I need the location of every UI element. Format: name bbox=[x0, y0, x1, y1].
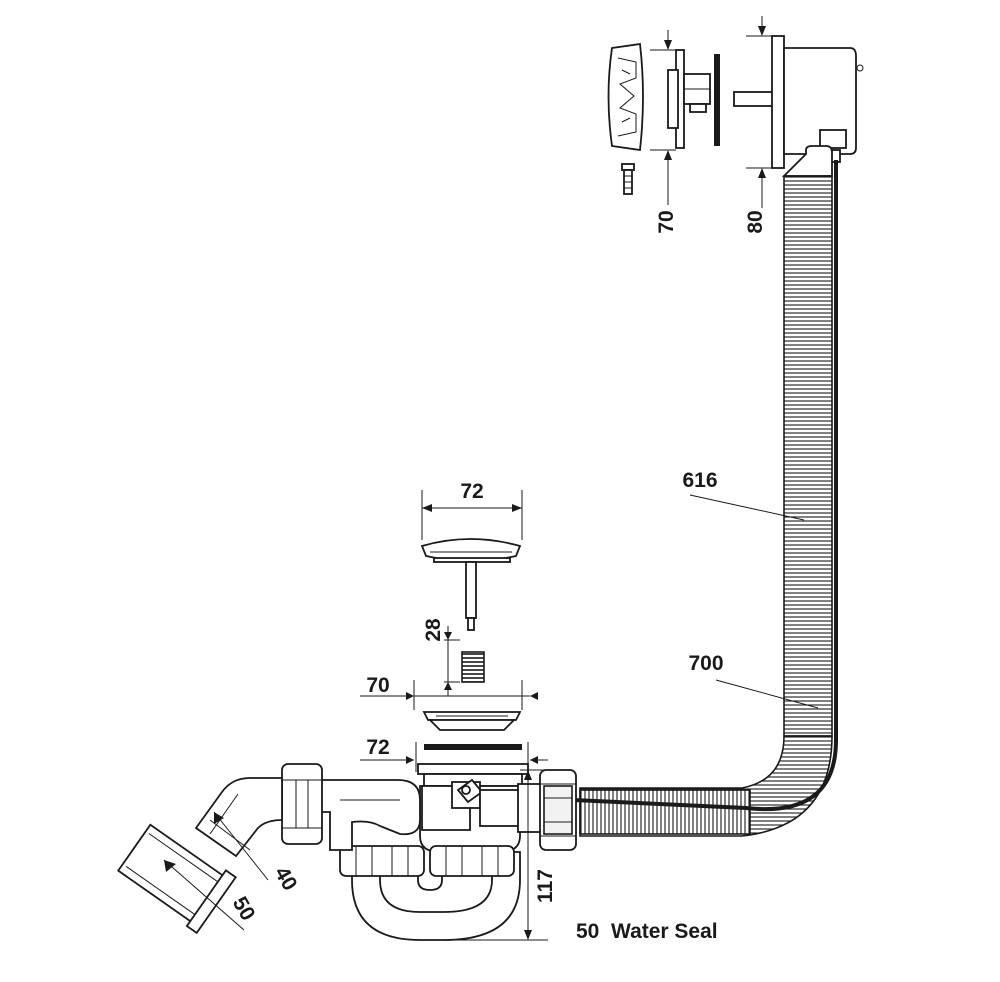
cable-length-lower-label: 700 bbox=[688, 652, 723, 675]
overflow-screw bbox=[621, 163, 635, 195]
outlet-inner-label: 40 bbox=[270, 863, 302, 895]
strainer: 70 bbox=[360, 674, 538, 731]
threaded-insert: 28 bbox=[422, 618, 485, 696]
overflow-cover bbox=[607, 42, 644, 152]
dim-overflow-width: 70 bbox=[650, 30, 678, 234]
overflow-housing bbox=[733, 35, 864, 169]
overflow-height-label: 80 bbox=[744, 210, 767, 233]
plug-diameter-label: 72 bbox=[460, 480, 483, 503]
strainer-diameter-label: 70 bbox=[366, 674, 389, 697]
cable-length-upper-label: 616 bbox=[682, 469, 717, 492]
water-seal-caption: 50 Water Seal bbox=[576, 920, 718, 943]
trap-depth-label: 117 bbox=[534, 869, 557, 903]
dim-plug-diameter: 72 bbox=[421, 480, 523, 540]
trap-u-bend bbox=[339, 845, 521, 941]
flange-diameter-label: 72 bbox=[366, 736, 389, 759]
dim-cable-lengths: 616 700 bbox=[682, 469, 819, 709]
overflow-width-label: 70 bbox=[655, 210, 678, 233]
hose-union-nut bbox=[539, 769, 577, 851]
flexible-hose bbox=[485, 145, 838, 837]
stem-length-label: 28 bbox=[422, 618, 445, 642]
dim-overflow-height: 80 bbox=[744, 16, 772, 234]
overflow-assembly: 70 80 bbox=[607, 16, 864, 234]
pop-up-plug: 72 bbox=[420, 480, 523, 631]
overflow-gasket bbox=[714, 54, 720, 146]
overflow-faceplate bbox=[667, 49, 711, 149]
dim-trap-depth: 117 bbox=[444, 769, 557, 941]
